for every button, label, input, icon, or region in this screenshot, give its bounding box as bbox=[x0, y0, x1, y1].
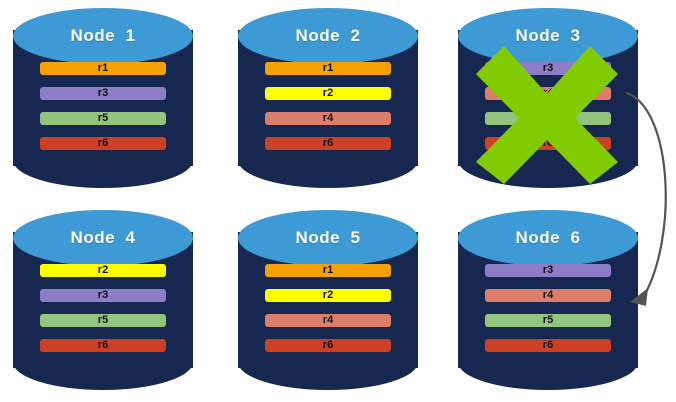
replica-bar[interactable]: r4 bbox=[485, 87, 611, 100]
cylinder-top-ellipse bbox=[13, 8, 193, 64]
replica-bar[interactable]: r6 bbox=[40, 339, 166, 352]
replica-label: r4 bbox=[542, 87, 554, 99]
replica-bar[interactable]: r4 bbox=[485, 289, 611, 302]
replica-bar[interactable]: r5 bbox=[485, 314, 611, 327]
replica-label: r6 bbox=[322, 339, 334, 351]
replica-bar[interactable]: r3 bbox=[485, 264, 611, 277]
node-cylinder-5[interactable]: Node 5 r1 r2 r4 r6 bbox=[238, 210, 418, 390]
replica-bar[interactable]: r4 bbox=[265, 112, 391, 125]
cylinder-top-ellipse bbox=[238, 8, 418, 64]
replica-bar[interactable]: r6 bbox=[485, 137, 611, 150]
replica-label: r2 bbox=[322, 289, 334, 301]
replica-bar[interactable]: r3 bbox=[40, 289, 166, 302]
replica-label: r4 bbox=[322, 112, 334, 124]
replica-label: r6 bbox=[322, 137, 334, 149]
node-cylinder-4[interactable]: Node 4 r2 r3 r5 r6 bbox=[13, 210, 193, 390]
replica-label: r5 bbox=[542, 112, 554, 124]
replica-label: r5 bbox=[542, 314, 554, 326]
replica-bar[interactable]: r1 bbox=[40, 62, 166, 75]
replica-label: r6 bbox=[97, 137, 109, 149]
replica-label: r3 bbox=[97, 289, 109, 301]
replica-bar[interactable]: r3 bbox=[40, 87, 166, 100]
replica-label: r3 bbox=[97, 87, 109, 99]
replica-bar-list: r3 r4 r5 r6 bbox=[485, 62, 611, 150]
node-label: Node 4 bbox=[70, 228, 136, 247]
replica-bar[interactable]: r2 bbox=[40, 264, 166, 277]
replica-label: r1 bbox=[322, 62, 334, 74]
replica-label: r6 bbox=[97, 339, 109, 351]
node-cylinder-2[interactable]: Node 2 r1 r2 r4 r6 bbox=[238, 8, 418, 188]
cylinder-top-ellipse bbox=[238, 210, 418, 266]
replica-bar[interactable]: r2 bbox=[265, 87, 391, 100]
replica-bar[interactable]: r6 bbox=[265, 339, 391, 352]
replica-bar[interactable]: r1 bbox=[265, 264, 391, 277]
replica-bar[interactable]: r6 bbox=[265, 137, 391, 150]
replica-label: r3 bbox=[542, 264, 554, 276]
replica-label: r6 bbox=[542, 137, 554, 149]
replica-bar[interactable]: r6 bbox=[485, 339, 611, 352]
replica-bar-list: r3 r4 r5 r6 bbox=[485, 264, 611, 352]
replica-bar-list: r2 r3 r5 r6 bbox=[40, 264, 166, 352]
replica-bar[interactable]: r1 bbox=[265, 62, 391, 75]
node-label: Node 6 bbox=[515, 228, 581, 247]
node-label: Node 2 bbox=[295, 26, 361, 45]
replica-label: r6 bbox=[542, 339, 554, 351]
replica-label: r1 bbox=[322, 264, 334, 276]
replica-bar-list: r1 r2 r4 r6 bbox=[265, 264, 391, 352]
replica-bar[interactable]: r6 bbox=[40, 137, 166, 150]
node-label: Node 1 bbox=[70, 26, 136, 45]
replica-label: r1 bbox=[97, 62, 109, 74]
replica-label: r4 bbox=[542, 289, 554, 301]
replica-bar-list: r1 r3 r5 r6 bbox=[40, 62, 166, 150]
replica-label: r5 bbox=[97, 112, 109, 124]
replica-bar[interactable]: r5 bbox=[40, 314, 166, 327]
replica-label: r4 bbox=[322, 314, 334, 326]
node-label: Node 3 bbox=[515, 26, 581, 45]
replica-label: r5 bbox=[97, 314, 109, 326]
node-cylinder-1[interactable]: Node 1 r1 r3 r5 r6 bbox=[13, 8, 193, 188]
replica-bar[interactable]: r2 bbox=[265, 289, 391, 302]
replica-bar[interactable]: r4 bbox=[265, 314, 391, 327]
node-cylinder-6[interactable]: Node 6 r3 r4 r5 r6 bbox=[458, 210, 638, 390]
cylinder-top-ellipse bbox=[13, 210, 193, 266]
replica-bar[interactable]: r5 bbox=[485, 112, 611, 125]
replica-label: r2 bbox=[97, 264, 109, 276]
cylinder-top-ellipse bbox=[458, 210, 638, 266]
replica-bar[interactable]: r5 bbox=[40, 112, 166, 125]
replica-label: r2 bbox=[322, 87, 334, 99]
node-label: Node 5 bbox=[295, 228, 361, 247]
node-cylinder-3[interactable]: Node 3 r3 r4 r5 r6 bbox=[458, 8, 638, 188]
replica-bar-list: r1 r2 r4 r6 bbox=[265, 62, 391, 150]
replica-label: r3 bbox=[542, 62, 554, 74]
